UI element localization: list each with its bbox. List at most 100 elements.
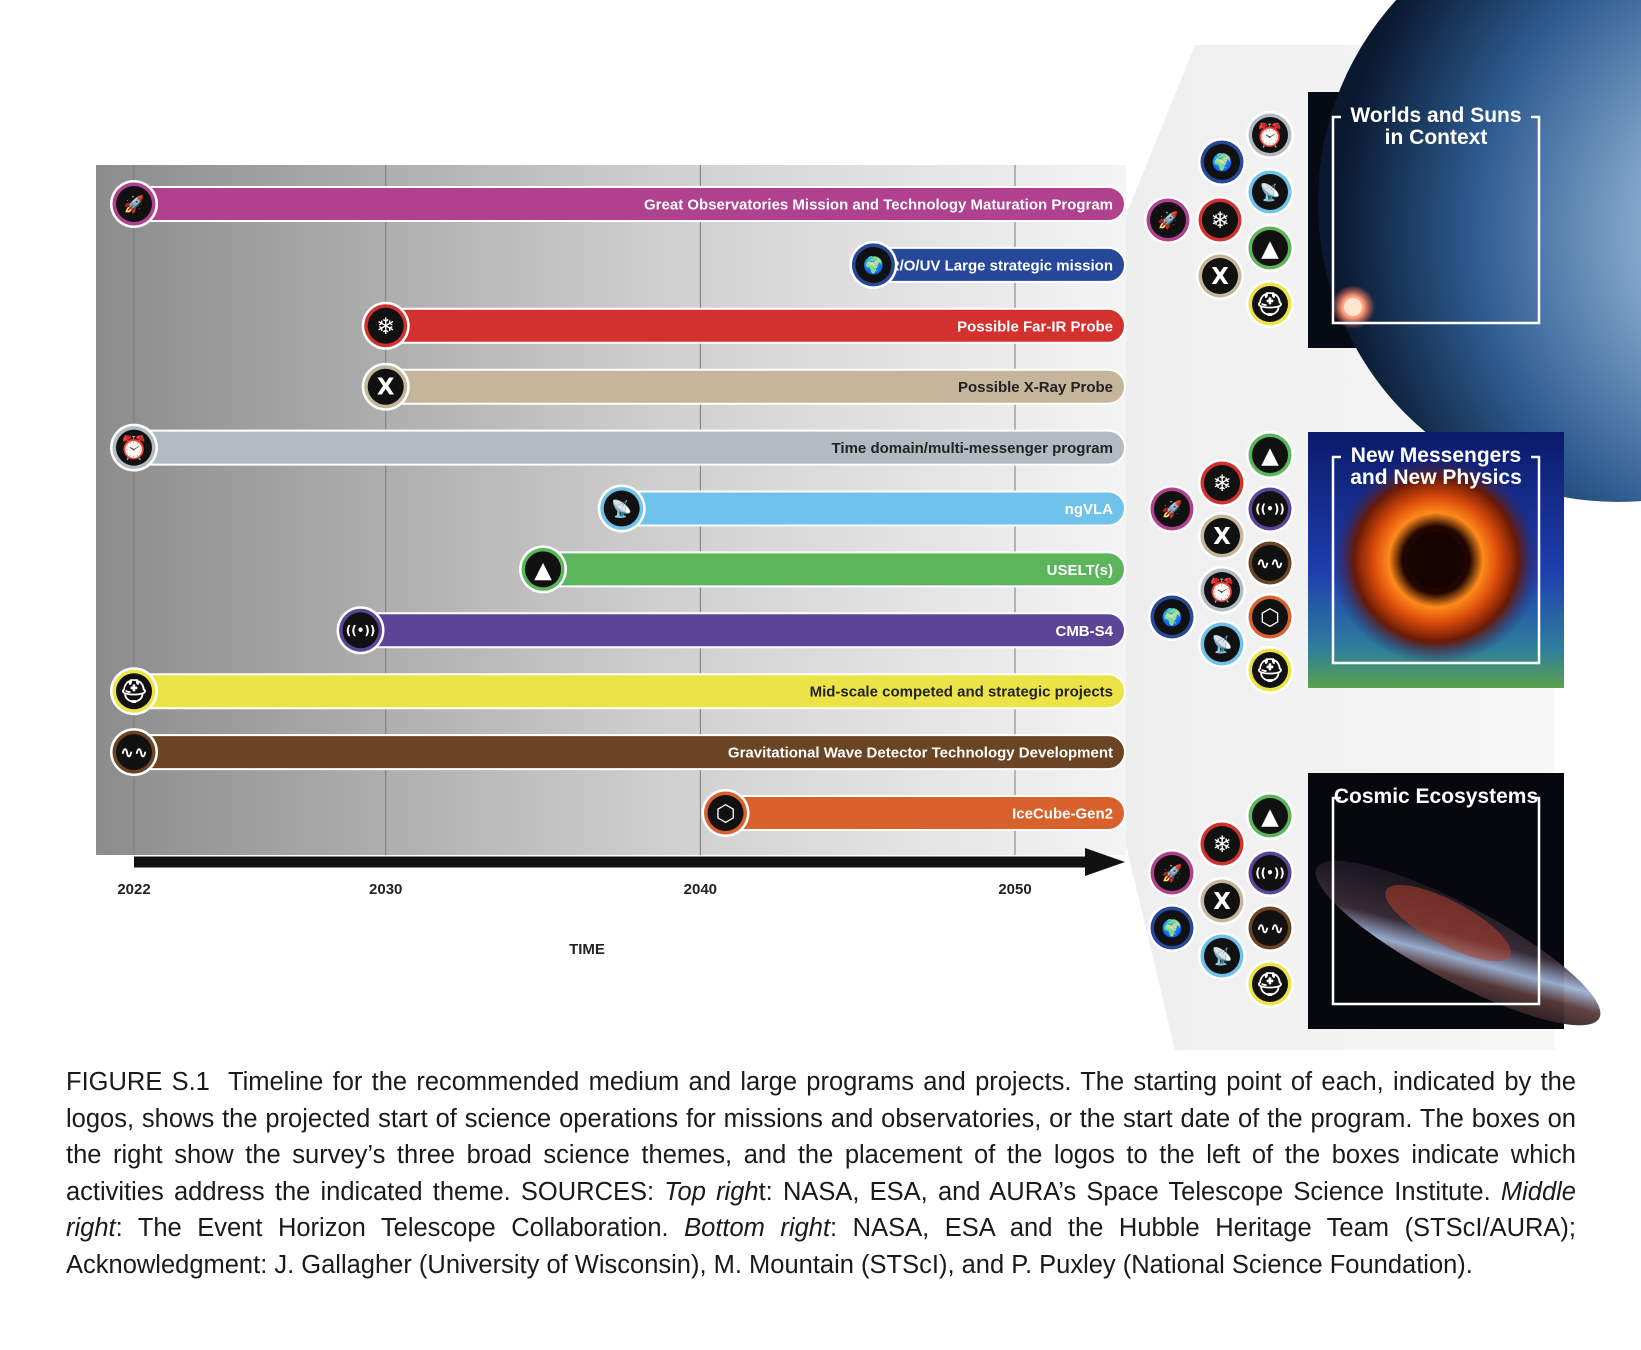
icon-disc xyxy=(525,551,562,588)
satellite-dish-icon: 📡 xyxy=(1246,168,1294,216)
theme-box: Cosmic Ecosystems▲❄🚀((•))X🌍∿∿📡⛑ xyxy=(1148,773,1601,1029)
alarm-clock-glyph: ⏰ xyxy=(1256,121,1284,149)
cube-glyph: ⬡ xyxy=(1260,605,1280,631)
icon-disc xyxy=(707,795,744,831)
theme-title: Cosmic Ecosystems xyxy=(1334,785,1538,808)
satellite-dish-glyph: 📡 xyxy=(611,497,632,518)
icon-disc xyxy=(1252,437,1288,473)
program-bar: Possible X-Ray Probe X xyxy=(361,362,1126,411)
galaxy-image xyxy=(1308,773,1601,1029)
icon-disc xyxy=(1252,545,1288,581)
globe-glyph: 🌍 xyxy=(1162,918,1183,938)
figure-caption: FIGURE S.1 Timeline for the recommended … xyxy=(66,1064,1576,1283)
bar-label: Time domain/multi-messenger program xyxy=(832,440,1113,457)
icon-disc xyxy=(1252,491,1288,527)
tick-label: 2040 xyxy=(684,881,717,898)
rocket-glyph: 🚀 xyxy=(1162,499,1183,519)
icon-disc xyxy=(1204,465,1240,501)
icon-disc xyxy=(1150,202,1186,238)
antenna-glyph: ((•)) xyxy=(1255,502,1285,516)
satellite-dish-glyph: 📡 xyxy=(1260,181,1281,202)
mountain-glyph: ▲ xyxy=(1261,236,1279,262)
bar-label: Mid-scale competed and strategic project… xyxy=(810,684,1113,701)
theme-icon-cluster: ▲❄🚀((•))X∿∿⏰🌍⬡📡⛑ xyxy=(1148,431,1294,694)
mountain-glyph: ▲ xyxy=(534,557,552,583)
icon-disc xyxy=(1204,518,1240,554)
snowflake-icon: ❄ xyxy=(1198,459,1246,507)
hard-hat-icon: ⛑ xyxy=(1246,280,1294,328)
program-bar: CMB-S4 ((•)) xyxy=(336,606,1126,655)
icon-disc xyxy=(1204,144,1240,180)
caption-middle-right-label: Middle right xyxy=(66,1177,1576,1243)
caption-text-3: : The Event Horizon Telescope Collaborat… xyxy=(115,1214,685,1242)
icon-disc xyxy=(1202,258,1238,294)
theme-frame xyxy=(1331,796,1541,1006)
bar-label: USELT(s) xyxy=(1047,562,1113,579)
globe-glyph: 🌍 xyxy=(1162,607,1183,627)
icon-disc xyxy=(1252,798,1288,834)
icon-disc xyxy=(1252,117,1288,153)
mountain-glyph: ▲ xyxy=(1261,443,1279,469)
icon-disc xyxy=(1252,174,1288,210)
alarm-clock-icon: ⏰ xyxy=(110,423,158,472)
mountain-icon: ▲ xyxy=(1246,224,1294,272)
exoplanet-image xyxy=(1308,0,1641,502)
icon-disc xyxy=(1204,883,1240,919)
x-icon: X xyxy=(1198,877,1246,925)
icon-disc xyxy=(1204,938,1240,974)
caption-text-2: t: NASA, ESA, and AURA’s Space Telescope… xyxy=(758,1177,1501,1206)
bar-fill xyxy=(542,551,1126,588)
x-icon: X xyxy=(1198,512,1246,560)
theme-icon-cluster: ⏰🌍📡🚀❄▲X⛑ xyxy=(1144,111,1294,328)
alarm-clock-icon: ⏰ xyxy=(1246,111,1294,159)
waveform-glyph: ∿∿ xyxy=(120,742,148,762)
black-hole-image xyxy=(1308,432,1564,688)
antenna-glyph: ((•)) xyxy=(346,624,376,638)
x-icon: X xyxy=(1196,252,1244,300)
caption-text-1: Timeline for the recommended medium and … xyxy=(66,1068,1576,1206)
snowflake-glyph: ❄ xyxy=(1212,832,1231,858)
icon-disc xyxy=(1252,599,1288,635)
rocket-glyph: 🚀 xyxy=(1158,210,1179,230)
bar-label: Great Observatories Mission and Technolo… xyxy=(644,197,1113,214)
rocket-icon: 🚀 xyxy=(110,180,158,228)
icon-disc xyxy=(1204,626,1240,662)
x-glyph: X xyxy=(1213,524,1231,550)
caption-label: FIGURE S.1 xyxy=(66,1068,210,1096)
bar-fill xyxy=(359,612,1126,649)
icon-disc xyxy=(1252,855,1288,891)
snowflake-icon: ❄ xyxy=(1198,820,1246,868)
icon-disc xyxy=(1154,910,1190,946)
x-glyph: X xyxy=(1213,889,1231,915)
bar-label: CMB-S4 xyxy=(1055,623,1113,640)
hard-hat-glyph: ⛑ xyxy=(1256,658,1285,684)
tick-label: 2022 xyxy=(117,881,150,898)
mountain-icon: ▲ xyxy=(1246,431,1294,479)
hard-hat-icon: ⛑ xyxy=(1246,646,1294,694)
waveform-icon: ∿∿ xyxy=(1246,904,1294,952)
alarm-clock-glyph: ⏰ xyxy=(1208,576,1236,604)
icon-disc xyxy=(342,612,379,649)
rocket-icon: 🚀 xyxy=(1148,485,1196,533)
hard-hat-icon: ⛑ xyxy=(1246,960,1294,1008)
tick-label: 2050 xyxy=(998,881,1031,898)
icon-disc xyxy=(1252,652,1288,688)
icon-disc xyxy=(1154,599,1190,635)
bar-label: ngVLA xyxy=(1065,501,1113,518)
cube-glyph: ⬡ xyxy=(716,801,736,827)
waveform-glyph: ∿∿ xyxy=(1256,553,1284,573)
globe-icon: 🌍 xyxy=(1148,904,1196,952)
bar-fill xyxy=(620,490,1126,527)
x-glyph: X xyxy=(377,375,395,401)
satellite-dish-icon: 📡 xyxy=(597,484,646,533)
program-bar: IR/O/UV Large strategic mission🌍 xyxy=(849,240,1126,289)
bar-label: Possible X-Ray Probe xyxy=(958,379,1113,396)
theme-title: New Messengers xyxy=(1351,444,1521,467)
globe-icon: 🌍 xyxy=(1148,593,1196,641)
mountain-glyph: ▲ xyxy=(1261,804,1279,830)
caption-top-right-label: Top righ xyxy=(664,1177,759,1206)
globe-icon: 🌍 xyxy=(1198,138,1246,186)
cube-icon: ⬡ xyxy=(1246,593,1294,641)
icon-disc xyxy=(1202,202,1238,238)
